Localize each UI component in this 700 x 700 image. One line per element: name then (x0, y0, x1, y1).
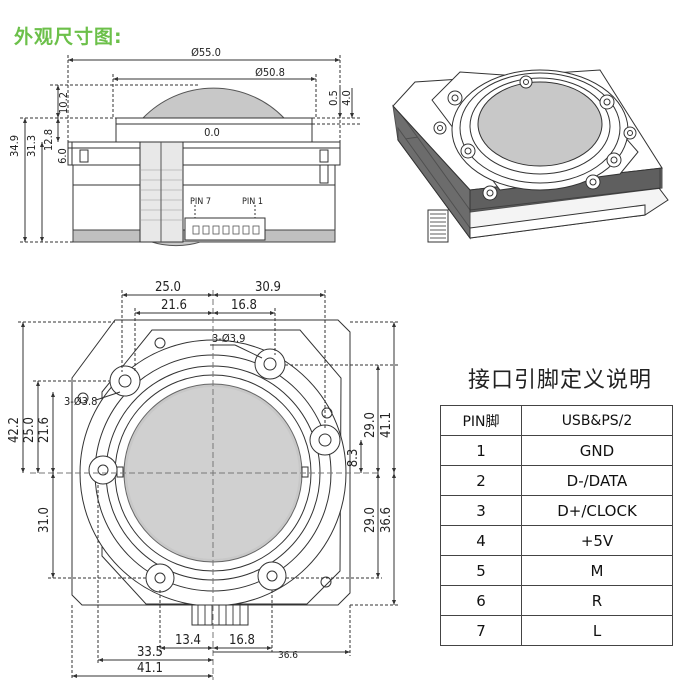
dim-r290b: 29.0 (363, 507, 378, 533)
perspective-view (392, 69, 669, 243)
dim-b168: 16.8 (229, 633, 255, 648)
dim-l422: 42.2 (7, 417, 22, 443)
dim-r366: 36.6 (379, 507, 394, 533)
dim-r411: 41.1 (379, 412, 394, 438)
header-interface: USB&PS/2 (521, 405, 673, 436)
dim-w168: 16.8 (231, 298, 257, 313)
side-view (20, 55, 360, 247)
pin-function: GND (521, 435, 673, 466)
dim-b366: 36.6 (278, 650, 298, 661)
pin-number: 3 (440, 495, 522, 526)
dim-h102: 10.2 (57, 92, 70, 114)
dim-l216: 21.6 (37, 417, 52, 443)
pin-number: 4 (440, 525, 522, 556)
dim-h60: 6.0 (56, 148, 69, 164)
dim-zero: 0.0 (204, 126, 220, 139)
dim-b411: 41.1 (137, 661, 163, 676)
dim-r83: 8.3 (346, 449, 361, 468)
dim-h05: 0.5 (327, 90, 340, 106)
table-row: 4+5V (440, 525, 673, 556)
pin-function: M (521, 555, 673, 586)
dim-b335: 33.5 (137, 645, 163, 660)
dim-h128: 12.8 (42, 129, 55, 151)
dim-hole3-38: 3-Ø3.8 (64, 395, 97, 408)
dim-b134: 13.4 (175, 633, 201, 648)
dim-l310: 31.0 (37, 507, 52, 533)
pin-function: L (521, 615, 673, 646)
dim-h313: 31.3 (25, 135, 38, 157)
pin-function: D-/DATA (521, 465, 673, 496)
table-header-row: PIN脚 USB&PS/2 (440, 405, 673, 436)
dim-w216: 21.6 (161, 298, 187, 313)
pin-number: 7 (440, 615, 522, 646)
pin-number: 5 (440, 555, 522, 586)
pin-function: +5V (521, 525, 673, 556)
dim-h40: 4.0 (340, 90, 353, 106)
pin-function: D+/CLOCK (521, 495, 673, 526)
dim-w309: 30.9 (255, 280, 281, 295)
dim-r290a: 29.0 (363, 412, 378, 438)
dim-l250: 25.0 (22, 417, 37, 443)
page-title: 外观尺寸图: (14, 26, 123, 48)
header-pin: PIN脚 (440, 405, 522, 436)
dim-h349: 34.9 (8, 135, 21, 157)
dim-hole3-39: 3-Ø3.9 (212, 332, 245, 345)
trackball-dome (141, 87, 286, 119)
pin1-label: PIN 1 (242, 197, 263, 207)
pin-number: 6 (440, 585, 522, 616)
pin-number: 1 (440, 435, 522, 466)
pin-function: R (521, 585, 673, 616)
top-view (18, 290, 398, 680)
pin7-label: PIN 7 (190, 197, 211, 207)
dim-w250: 25.0 (155, 280, 181, 295)
dim-d55: Ø55.0 (191, 46, 221, 59)
pin-table-title: 接口引脚定义说明 (467, 368, 652, 393)
dim-d508: Ø50.8 (255, 66, 285, 79)
pin-number: 2 (440, 465, 522, 496)
